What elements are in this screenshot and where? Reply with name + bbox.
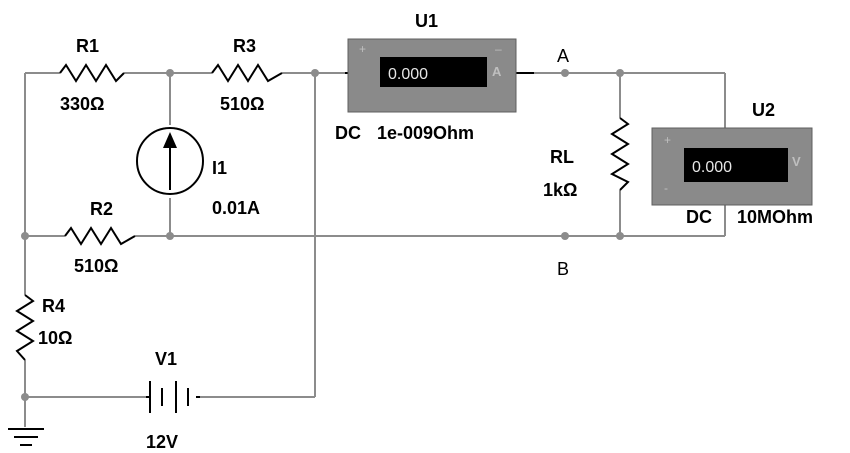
junction-node (166, 232, 174, 240)
voltmeter-unit: V (792, 154, 801, 169)
resistor-rl-name: RL (550, 147, 574, 167)
voltmeter-display (684, 148, 788, 182)
ground-icon (8, 428, 44, 446)
current-source-i1[interactable]: I1 0.01A (136, 127, 260, 218)
ammeter-minus-terminal: – (495, 42, 502, 56)
current-source-name: I1 (212, 158, 227, 178)
ammeter-u1[interactable]: 0.000 + – A U1 DC 1e-009Ohm (335, 11, 534, 143)
resistor-r4-symbol (15, 294, 35, 361)
current-source-circle (136, 127, 204, 195)
resistor-r2[interactable]: R2 510Ω (64, 199, 136, 276)
resistor-rl-value: 1kΩ (543, 180, 577, 200)
junction-node (311, 69, 319, 77)
ammeter-reading: 0.000 (388, 66, 428, 83)
voltmeter-resistance: 10MOhm (737, 207, 813, 227)
resistor-r4[interactable]: R4 10Ω (15, 294, 72, 361)
voltage-source-v1[interactable]: V1 12V (146, 349, 200, 452)
ammeter-name: U1 (415, 11, 438, 31)
resistor-r2-symbol (64, 226, 136, 246)
resistor-r3-symbol (211, 63, 283, 83)
voltage-source-name: V1 (155, 349, 177, 369)
resistor-r2-name: R2 (90, 199, 113, 219)
resistor-r1-symbol (59, 63, 125, 83)
junction-node (21, 232, 29, 240)
resistor-r1-value: 330Ω (60, 94, 104, 114)
voltmeter-name: U2 (752, 100, 775, 120)
ammeter-display (380, 57, 487, 87)
ammeter-mode: DC (335, 123, 361, 143)
resistor-r1[interactable]: R1 330Ω (59, 36, 125, 114)
resistor-r2-value: 510Ω (74, 256, 118, 276)
resistor-r1-name: R1 (76, 36, 99, 56)
voltmeter-mode: DC (686, 207, 712, 227)
wires (24, 72, 726, 427)
junction-node (616, 232, 624, 240)
ammeter-plus-terminal: + (359, 42, 366, 56)
resistor-rl-symbol (609, 117, 630, 191)
node-b-label: B (557, 259, 569, 279)
ammeter-unit: A (492, 64, 502, 79)
junction-node (616, 69, 624, 77)
ammeter-resistance: 1e-009Ohm (377, 123, 474, 143)
voltmeter-minus-terminal: - (664, 181, 668, 195)
resistor-r3[interactable]: R3 510Ω (211, 36, 283, 114)
resistor-r4-name: R4 (42, 296, 65, 316)
resistor-r3-value: 510Ω (220, 94, 264, 114)
junction-nodes (21, 69, 624, 401)
node-a-label: A (557, 46, 569, 66)
current-source-value: 0.01A (212, 198, 260, 218)
node-b-dot (561, 232, 569, 240)
resistor-r3-name: R3 (233, 36, 256, 56)
junction-node (166, 69, 174, 77)
voltage-source-value: 12V (146, 432, 178, 452)
resistor-rl[interactable]: RL 1kΩ (543, 117, 630, 200)
resistor-r4-value: 10Ω (38, 328, 72, 348)
node-a-dot (561, 69, 569, 77)
voltmeter-u2[interactable]: 0.000 + - V U2 DC 10MOhm (651, 100, 813, 227)
voltmeter-plus-terminal: + (664, 133, 671, 147)
arrow-head-icon (163, 132, 177, 148)
voltmeter-reading: 0.000 (692, 159, 732, 176)
junction-node (21, 393, 29, 401)
